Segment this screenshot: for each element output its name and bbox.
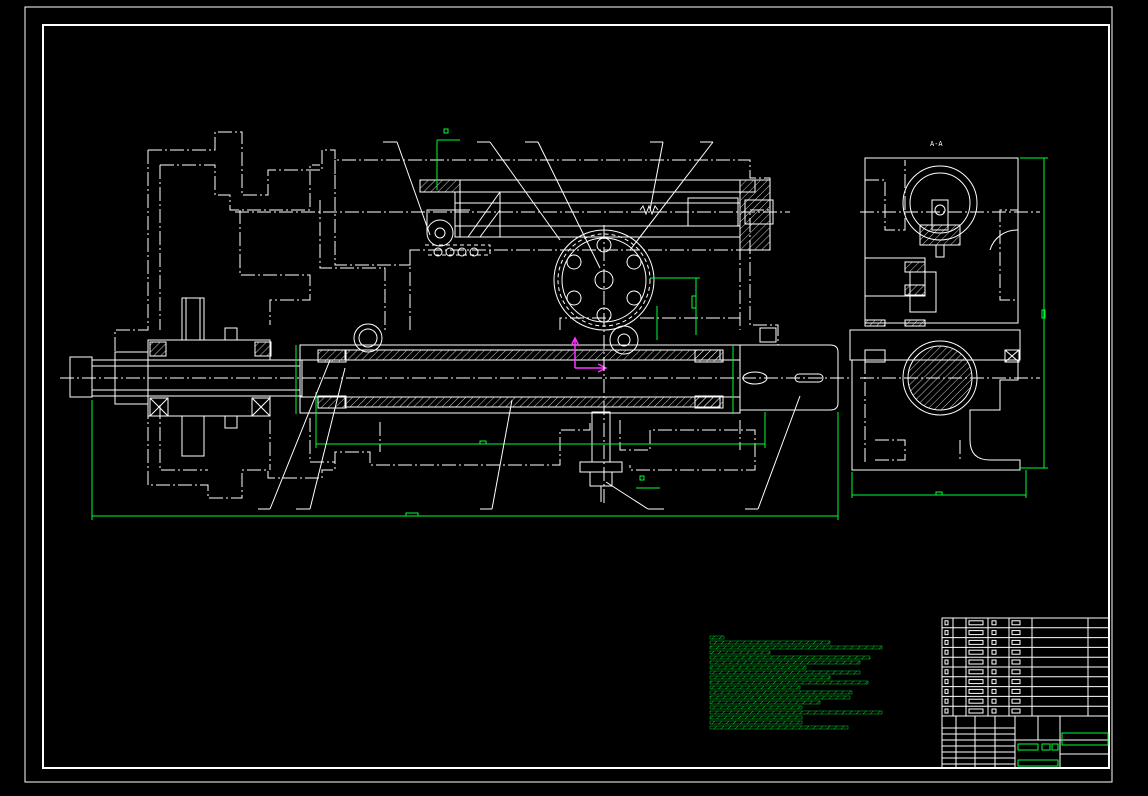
bom-cell-mark bbox=[991, 639, 997, 645]
outer-sheet-border bbox=[24, 6, 1113, 783]
bom-cell-mark bbox=[1011, 688, 1021, 694]
note-line bbox=[709, 720, 803, 725]
inner-drawing-frame bbox=[42, 24, 1110, 769]
note-line bbox=[709, 705, 803, 710]
bom-cell-mark bbox=[1011, 698, 1021, 704]
note-line bbox=[709, 715, 803, 720]
bom-cell-mark bbox=[1011, 630, 1021, 636]
note-line bbox=[709, 660, 861, 665]
note-line bbox=[709, 650, 771, 655]
bom-cell-mark bbox=[991, 698, 997, 704]
bom-cell-mark bbox=[968, 649, 984, 655]
bom-cell-mark bbox=[1011, 708, 1021, 714]
bom-cell-mark bbox=[944, 708, 949, 714]
spindle-shaft bbox=[299, 323, 839, 414]
bom-cell-mark bbox=[944, 688, 949, 694]
bom-cell-mark bbox=[1011, 620, 1021, 626]
bom-cell-mark bbox=[968, 669, 984, 675]
input-shaft-assembly bbox=[69, 297, 303, 457]
note-line bbox=[709, 640, 831, 645]
note-line bbox=[709, 675, 831, 680]
bom-cell-mark bbox=[1011, 679, 1021, 685]
bom-cell-mark bbox=[944, 659, 949, 665]
note-line bbox=[709, 685, 801, 690]
title-block-grid bbox=[942, 716, 1109, 768]
bom-cell-mark bbox=[991, 688, 997, 694]
bom-cell-mark bbox=[1011, 659, 1021, 665]
bom-rows bbox=[942, 620, 1109, 717]
bom-cell-mark bbox=[991, 620, 997, 626]
bom-cell-mark bbox=[1011, 639, 1021, 645]
ucs-icon bbox=[570, 336, 608, 373]
bom-cell-mark bbox=[968, 688, 984, 694]
bom-cell-mark bbox=[968, 679, 984, 685]
lower-lubricator bbox=[579, 411, 623, 502]
note-line bbox=[709, 680, 869, 685]
bom-cell-mark bbox=[1011, 649, 1021, 655]
bom-cell-mark bbox=[991, 708, 997, 714]
bom-cell-mark bbox=[944, 649, 949, 655]
bom-cell-mark bbox=[944, 679, 949, 685]
note-line bbox=[709, 665, 807, 670]
bom-cell-mark bbox=[968, 639, 984, 645]
bom-cell-mark bbox=[991, 679, 997, 685]
gearbox-housing bbox=[114, 131, 779, 499]
dimension-lines-main bbox=[91, 128, 839, 520]
bom-cell-mark bbox=[991, 669, 997, 675]
note-line bbox=[709, 635, 725, 640]
bom-cell-mark bbox=[991, 630, 997, 636]
note-line bbox=[709, 725, 849, 730]
note-line bbox=[709, 710, 883, 715]
bom-cell-mark bbox=[991, 649, 997, 655]
note-line bbox=[709, 645, 883, 650]
bom-cell-mark bbox=[968, 620, 984, 626]
dimension-lines-section bbox=[851, 157, 1048, 498]
bom-cell-mark bbox=[991, 659, 997, 665]
bom-cell-mark bbox=[944, 630, 949, 636]
upper-feed-assembly bbox=[419, 179, 774, 257]
bom-cell-mark bbox=[968, 698, 984, 704]
bom-cell-mark bbox=[944, 620, 949, 626]
bom-cell-mark bbox=[944, 669, 949, 675]
title-block bbox=[941, 617, 1110, 769]
section-label: A-A bbox=[930, 140, 943, 148]
technical-notes bbox=[709, 635, 883, 730]
bom-cell-mark bbox=[968, 659, 984, 665]
section-view-a-a: A-A bbox=[849, 140, 1021, 471]
bom-cell-mark bbox=[1011, 669, 1021, 675]
note-line bbox=[709, 700, 821, 705]
note-line bbox=[709, 670, 861, 675]
bom-cell-mark bbox=[944, 698, 949, 704]
note-line bbox=[709, 695, 851, 700]
bom-cell-mark bbox=[968, 630, 984, 636]
bom-cell-mark bbox=[944, 639, 949, 645]
note-line bbox=[709, 690, 853, 695]
bom-cell-mark bbox=[968, 708, 984, 714]
note-line bbox=[709, 655, 871, 660]
part-leaders bbox=[258, 141, 801, 510]
